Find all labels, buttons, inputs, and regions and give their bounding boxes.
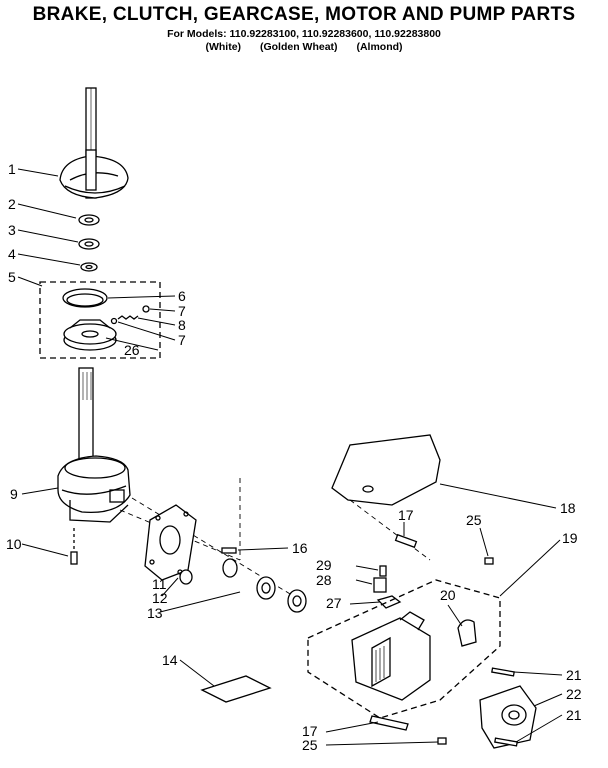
callout-10: 10 [6, 536, 22, 552]
callout-13: 13 [147, 605, 163, 621]
part-20-capacitor [457, 619, 477, 647]
part-9-gearcase [57, 455, 131, 523]
part-10-bolt [70, 528, 78, 565]
drive-shaft [78, 367, 94, 461]
callout-21-bottom: 21 [566, 707, 582, 723]
callout-18: 18 [560, 500, 576, 516]
part-29-screw [379, 565, 387, 577]
part-2-washer [78, 214, 100, 226]
part-13-mounting-plate [144, 504, 197, 581]
part-26-clutch-assembly [63, 319, 117, 351]
leader-lines [17, 168, 563, 746]
part-21-clamp-bottom [494, 737, 518, 747]
callout-17-bottom: 17 [302, 723, 318, 739]
part-6-clutch-spring [62, 288, 108, 308]
callout-2: 2 [8, 196, 16, 212]
callout-26: 26 [124, 342, 140, 358]
callout-3: 3 [8, 222, 16, 238]
part-28-spacer [373, 577, 387, 593]
callout-29: 29 [316, 557, 332, 573]
part-5-brake-assembly-box [39, 281, 161, 359]
callout-25-top: 25 [466, 512, 482, 528]
part-14-pad [200, 675, 272, 703]
part-19-motor-assembly-box [307, 579, 501, 719]
part-13-coupler [222, 558, 307, 613]
part-7-ball-lower [110, 317, 118, 325]
page-title: BRAKE, CLUTCH, GEARCASE, MOTOR AND PUMP … [32, 4, 576, 25]
callout-5: 5 [8, 269, 16, 285]
part-27-clip [376, 595, 402, 609]
color-white: (White) [205, 41, 242, 53]
callout-6: 6 [178, 288, 186, 304]
callout-27: 27 [326, 595, 342, 611]
callout-4: 4 [8, 246, 16, 262]
part-17-bracket-top [394, 533, 418, 549]
callout-17-top: 17 [398, 507, 414, 523]
callout-22: 22 [566, 686, 582, 702]
part-25-screw-bottom [437, 737, 447, 745]
callout-8: 8 [178, 317, 186, 333]
callout-16: 16 [292, 540, 308, 556]
part-3-washer [78, 238, 100, 250]
part-21-clamp-top [491, 667, 515, 677]
callout-20: 20 [440, 587, 456, 603]
color-almond: (Almond) [356, 41, 403, 53]
part-11-bushing [179, 569, 193, 585]
callout-9: 9 [10, 486, 18, 502]
part-8-spring [117, 315, 139, 320]
callout-7: 7 [178, 303, 186, 319]
callout-21-top: 21 [566, 667, 582, 683]
part-17-bracket-bottom [369, 715, 409, 731]
callout-11: 11 [152, 576, 167, 592]
part-16-screw [221, 547, 237, 554]
callout-19: 19 [562, 530, 578, 546]
callout-1: 1 [8, 161, 16, 177]
callout-7-lower: 7 [178, 332, 186, 348]
part-22-pump [479, 685, 537, 749]
callout-28: 28 [316, 572, 332, 588]
part-1-brake-cam [59, 149, 129, 199]
color-variants: (White) (Golden Wheat) (Almond) [0, 41, 608, 53]
callout-14: 14 [162, 652, 178, 668]
color-golden-wheat: (Golden Wheat) [259, 41, 338, 53]
part-7-ball [142, 305, 150, 313]
part-18-pump-cover-gasket [331, 434, 441, 506]
part-25-screw-top [484, 557, 494, 565]
motor [351, 611, 431, 701]
callout-12: 12 [152, 590, 168, 606]
callout-25-bottom: 25 [302, 737, 318, 753]
models-line: For Models: 110.92283100, 110.92283600, … [167, 28, 441, 40]
part-4-washer [80, 262, 98, 272]
